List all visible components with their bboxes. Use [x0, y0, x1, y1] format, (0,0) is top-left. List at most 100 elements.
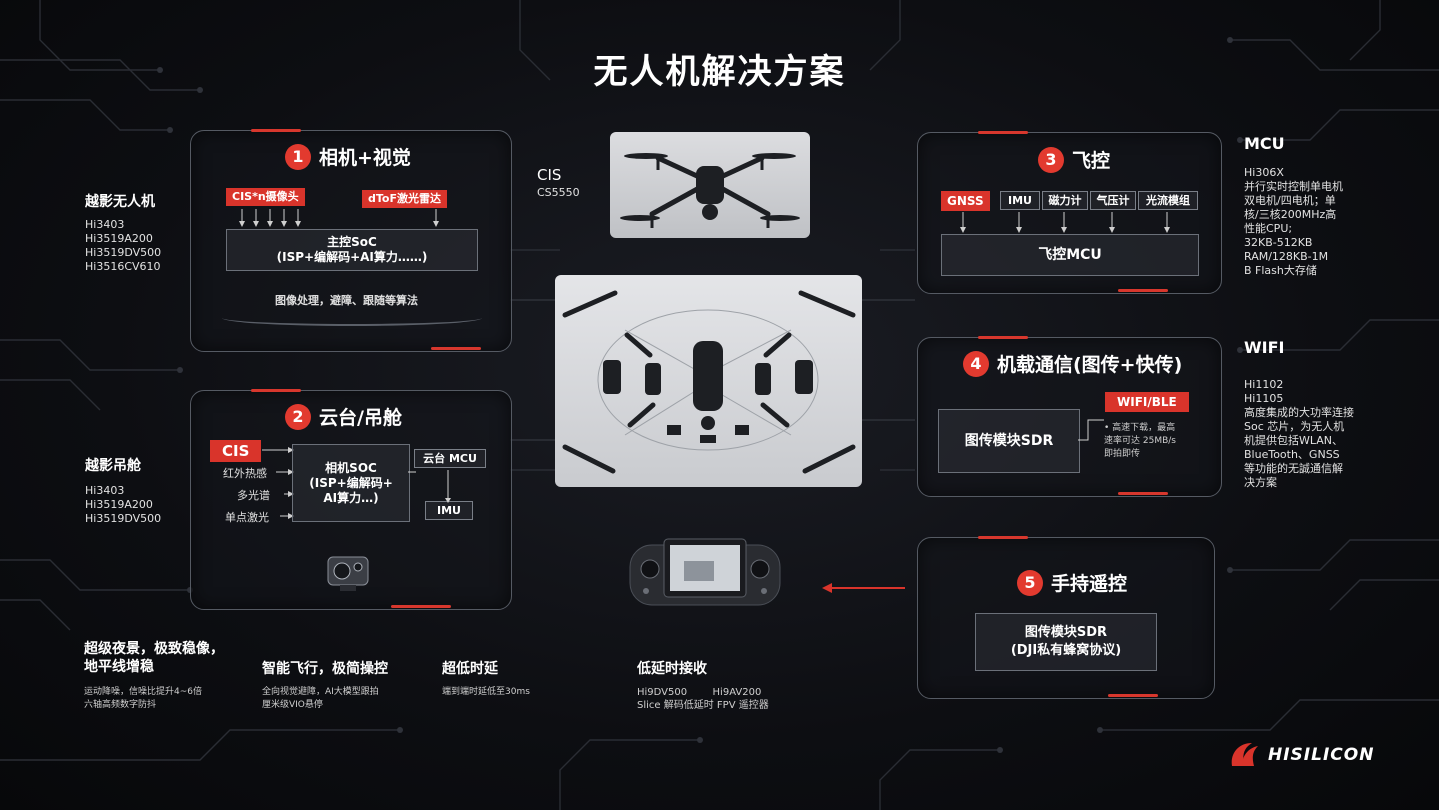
remote-sdr-detail: (DJI私有蜂窝协议)	[1010, 643, 1122, 658]
drone-chip-list: Hi3403 Hi3519A200 Hi3519DV500 Hi3516CV61…	[85, 218, 161, 274]
wifi-ble-tag: WIFI/BLE	[1105, 392, 1189, 412]
feature-text: 运动降噪，信噪比提升4~6倍 六轴高频数字防抖	[84, 686, 202, 712]
wifi-line: 决方案	[1244, 476, 1277, 489]
main-soc-label: 主控SoC	[327, 235, 377, 249]
camera-tag: CIS*n摄像头	[226, 188, 305, 206]
dtof-tag: dToF激光雷达	[362, 190, 447, 208]
feature-text-line: Hi9DV500 Hi9AV200	[637, 687, 762, 698]
mcu-line: RAM/128KB-1M	[1244, 250, 1329, 263]
flight-control-title: 飞控	[1072, 150, 1111, 172]
gimbal-mcu-box: 云台 MCU	[414, 449, 486, 468]
main-soc-box: 主控SoC (ISP+编解码+AI算力……)	[226, 229, 478, 271]
drone-chip: Hi3519A200	[85, 232, 153, 245]
pod-chip-heading: 越影吊舱	[85, 458, 141, 474]
components-photo	[555, 275, 862, 487]
mcu-description: Hi306X 并行实时控制单电机 双电机/四电机；单 核/三核200MHz高 性…	[1244, 166, 1343, 278]
gimbal-input-1: 多光谱	[237, 489, 270, 502]
camera-soc-label: 相机SOC	[325, 460, 377, 475]
drone-chip: Hi3403	[85, 218, 125, 231]
drone-chip: Hi3519DV500	[85, 246, 162, 259]
feature-text: 全向视觉避障，AI大模型跟拍 厘米级VIO悬停	[262, 686, 379, 712]
feature-heading: 低延时接收	[637, 660, 707, 678]
mcu-line: 性能CPU;	[1244, 222, 1293, 235]
drone-photo	[610, 132, 810, 238]
feature-heading: 智能飞行，极简操控	[262, 660, 388, 678]
feature-heading-line: 超低时延	[442, 661, 498, 677]
sensor-gnss: GNSS	[941, 191, 990, 211]
wifi-line: 等功能的无誠通信解	[1244, 462, 1343, 475]
gimbal-imu-box: IMU	[425, 501, 473, 520]
wifi-line: 高度集成的大功率连接	[1244, 406, 1354, 419]
remote-sdr-box: 图传模块SDR (DJI私有蜂窝协议)	[975, 613, 1157, 671]
pod-chip: Hi3519DV500	[85, 512, 162, 525]
mcu-line: 并行实时控制单电机	[1244, 180, 1343, 193]
feature-text: 端到端时延低至30ms	[442, 686, 530, 699]
camera-soc-detail-1: (ISP+编解码+	[309, 475, 393, 490]
remote-photo	[626, 533, 784, 615]
comm-note-line: 即拍即传	[1104, 449, 1141, 459]
remote-control-heading: 5 手持遥控	[1017, 569, 1127, 596]
mcu-line: 核/三核200MHz高	[1244, 208, 1337, 221]
step-number-5: 5	[1017, 569, 1043, 596]
mcu-line: B Flash大存储	[1244, 264, 1317, 277]
gimbal-input-2: 单点激光	[225, 511, 269, 524]
drone-chip: Hi3516CV610	[85, 260, 161, 273]
camera-caption: 图像处理，避障、跟随等算法	[275, 294, 418, 307]
cis-label: CIS	[537, 166, 562, 184]
feature-text-line: 全向视觉避障，AI大模型跟拍	[262, 687, 379, 697]
step-number-2: 2	[285, 403, 311, 430]
sensor-magnetometer: 磁力计	[1042, 191, 1088, 210]
gimbal-input-0: 红外热感	[223, 467, 267, 480]
hisilicon-logo-icon	[1231, 743, 1258, 766]
feature-heading-line: 地平线增稳	[84, 659, 154, 675]
feature-text-line: 厘米级VIO悬停	[262, 700, 323, 710]
mcu-line: 32KB-512KB	[1244, 236, 1313, 249]
onboard-comm-title: 机载通信(图传+快传)	[997, 354, 1183, 376]
flight-sensor-arrows	[960, 212, 1170, 233]
main-soc-detail: (ISP+编解码+AI算力……)	[276, 250, 428, 264]
gimbal-links	[408, 470, 451, 503]
drone-icon	[620, 153, 800, 228]
pod-camera-icon	[327, 556, 369, 591]
comm-note-line: 速率可达 25MB/s	[1104, 436, 1176, 446]
feature-text-line: 运动降噪，信噪比提升4~6倍	[84, 687, 202, 697]
step-number-1: 1	[285, 143, 311, 170]
brand-name: HISILICON	[1268, 745, 1375, 765]
flight-control-heading: 3 飞控	[1038, 146, 1110, 173]
remote-sdr-label: 图传模块SDR	[1024, 625, 1108, 640]
feature-heading: 超级夜景，极致稳像， 地平线增稳	[84, 640, 224, 676]
camera-soc-box: 相机SOC (ISP+编解码+ AI算力…)	[292, 444, 410, 522]
sensor-arrows	[239, 209, 439, 227]
comm-note-line: • 高速下载，最高	[1104, 423, 1176, 433]
camera-vision-heading: 1 相机+视觉	[285, 143, 411, 170]
camera-soc-detail-2: AI算力…)	[323, 490, 379, 505]
wifi-description: Hi1102 Hi1105 高度集成的大功率连接 Soc 芯片，为无人机 机提供…	[1244, 378, 1354, 490]
sensor-barometer: 气压计	[1090, 191, 1136, 210]
gimbal-title: 云台/吊舱	[319, 407, 402, 429]
mcu-line: Hi306X	[1244, 166, 1284, 179]
wifi-line: BlueTooth、GNSS	[1244, 448, 1340, 461]
lens-arc	[222, 310, 482, 326]
camera-vision-title: 相机+视觉	[319, 147, 411, 169]
sensor-optical-flow: 光流模组	[1138, 191, 1198, 210]
gimbal-heading: 2 云台/吊舱	[285, 403, 402, 430]
wifi-line: 机提供包括WLAN、	[1244, 434, 1344, 447]
comm-note: • 高速下载，最高 速率可达 25MB/s 即拍即传	[1104, 422, 1176, 461]
onboard-comm-heading: 4 机载通信(图传+快传)	[963, 350, 1182, 377]
wifi-line: Soc 芯片，为无人机	[1244, 420, 1345, 433]
feature-heading-line: 超级夜景，极致稳像，	[84, 641, 224, 657]
remote-control-panel	[917, 536, 1215, 699]
feature-heading-line: 智能飞行，极简操控	[262, 661, 388, 677]
remote-controller-icon	[629, 538, 781, 606]
page-title: 无人机解决方案	[593, 52, 846, 92]
comm-link	[1078, 419, 1104, 441]
feature-text-line: 端到端时延低至30ms	[442, 687, 530, 697]
feature-heading-line: 低延时接收	[637, 661, 707, 677]
exploded-drone-icon	[562, 290, 856, 474]
mcu-heading: MCU	[1244, 134, 1285, 153]
step-number-4: 4	[963, 350, 989, 377]
drone-chip-heading: 越影无人机	[85, 194, 155, 210]
comm-sdr-label: 图传模块SDR	[964, 432, 1054, 449]
mcu-line: 双电机/四电机；单	[1244, 194, 1336, 207]
